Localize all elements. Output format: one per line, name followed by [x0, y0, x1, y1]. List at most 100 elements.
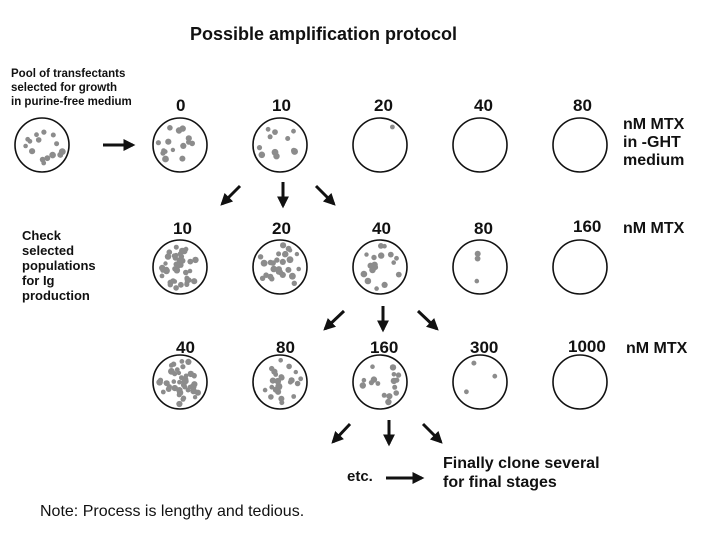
culture-dish [552, 354, 608, 410]
dish-outline [552, 117, 608, 173]
colony-dot [474, 250, 481, 257]
colony-dot [269, 365, 275, 372]
colony-dot [464, 389, 469, 395]
check-label: Check selected populations for Ig produc… [22, 228, 96, 303]
colony-dot [155, 140, 161, 146]
colony-dot [184, 276, 191, 283]
colony-dot [280, 242, 287, 249]
colony-dot [176, 400, 183, 408]
culture-dish [252, 239, 308, 295]
dish-outline [252, 117, 308, 173]
unit-label-row-3: nM MTX [626, 340, 688, 357]
colony-dot [173, 285, 179, 291]
culture-dish [352, 354, 408, 410]
colony-dot [285, 266, 292, 273]
concentration-label: 160 [573, 217, 602, 236]
colony-dot [257, 254, 264, 260]
colony-dot [369, 266, 376, 274]
colony-dot [289, 272, 296, 280]
colony-dot [187, 258, 194, 265]
colony-dot [381, 281, 388, 288]
colony-dot [286, 363, 292, 370]
unit-line: nM MTX [623, 116, 685, 133]
concentration-label: 80 [474, 219, 493, 238]
colony-dot [371, 261, 378, 268]
colony-dot [492, 373, 498, 379]
colony-dot [275, 269, 281, 275]
colony-dot [185, 387, 191, 393]
colony-dot [182, 384, 188, 390]
colony-dot [176, 389, 184, 396]
colony-dot [378, 243, 384, 249]
colony-dot [192, 395, 198, 400]
pool-label-line: in purine-free medium [11, 96, 132, 108]
colony-dot [389, 364, 397, 371]
colony-dot [270, 266, 276, 272]
colony-dot [391, 372, 397, 377]
dish-outline [452, 117, 508, 173]
unit-line: in -GHT [623, 134, 681, 151]
colony-dot [163, 380, 169, 386]
colony-dot [265, 126, 271, 132]
dish-outline [352, 354, 408, 410]
colony-dot [160, 267, 166, 273]
colony-dot [395, 372, 402, 378]
colony-dot [185, 358, 192, 365]
colony-dot [176, 257, 183, 264]
colony-dot [395, 271, 402, 278]
colony-dot [394, 377, 400, 383]
culture-dish [352, 117, 408, 173]
dish-outline [152, 117, 208, 173]
colony-dot [171, 253, 177, 259]
colony-dot [171, 385, 178, 392]
colony-dot [393, 390, 400, 396]
colony-dot [364, 252, 369, 257]
colony-dot [279, 271, 286, 278]
concentration-label: 0 [176, 96, 186, 115]
dish-outline [452, 354, 508, 410]
check-label-line: populations [22, 258, 96, 273]
concentration-label: 80 [573, 96, 592, 115]
diagram-title: Possible amplification protocol [190, 24, 458, 44]
colony-dot [282, 251, 288, 258]
colony-dot [267, 134, 273, 140]
colony-dot [49, 151, 56, 159]
flow-arrow [314, 184, 336, 206]
colony-dot [177, 379, 182, 385]
colony-dot [360, 270, 368, 278]
colony-dot [183, 373, 189, 379]
colony-dot [182, 378, 189, 385]
colony-dot [159, 273, 165, 279]
concentration-label: 20 [374, 96, 393, 115]
colony-dot [41, 129, 47, 135]
colony-dot [288, 377, 295, 384]
pool-label: Pool of transfectants selected for growt… [11, 67, 132, 109]
colony-dot [167, 125, 173, 131]
colony-dot [178, 281, 184, 288]
colony-dot [187, 268, 193, 274]
colony-dot [168, 368, 175, 375]
colony-dot [54, 141, 60, 147]
dish-grid [14, 117, 608, 410]
colony-dot [27, 138, 33, 144]
flow-arrow [416, 309, 439, 331]
colony-dot [474, 278, 480, 284]
flow-arrow [220, 184, 242, 206]
flow-arrow [421, 422, 443, 444]
colony-dot [163, 149, 168, 154]
colony-dot [361, 377, 367, 383]
culture-dish [552, 239, 608, 295]
colony-dot [285, 136, 291, 141]
culture-dish [152, 354, 208, 410]
concentration-label: 80 [276, 338, 295, 357]
colony-dot [370, 364, 375, 370]
colony-dot [278, 395, 285, 402]
culture-dish [352, 239, 408, 295]
pool-label-line: selected for growth [11, 82, 118, 94]
colony-dot [50, 132, 56, 138]
colony-dot [271, 148, 279, 156]
colony-dot [386, 393, 393, 400]
colony-dot [23, 143, 28, 149]
colony-dot [44, 155, 51, 162]
concentration-label: 40 [372, 219, 391, 238]
